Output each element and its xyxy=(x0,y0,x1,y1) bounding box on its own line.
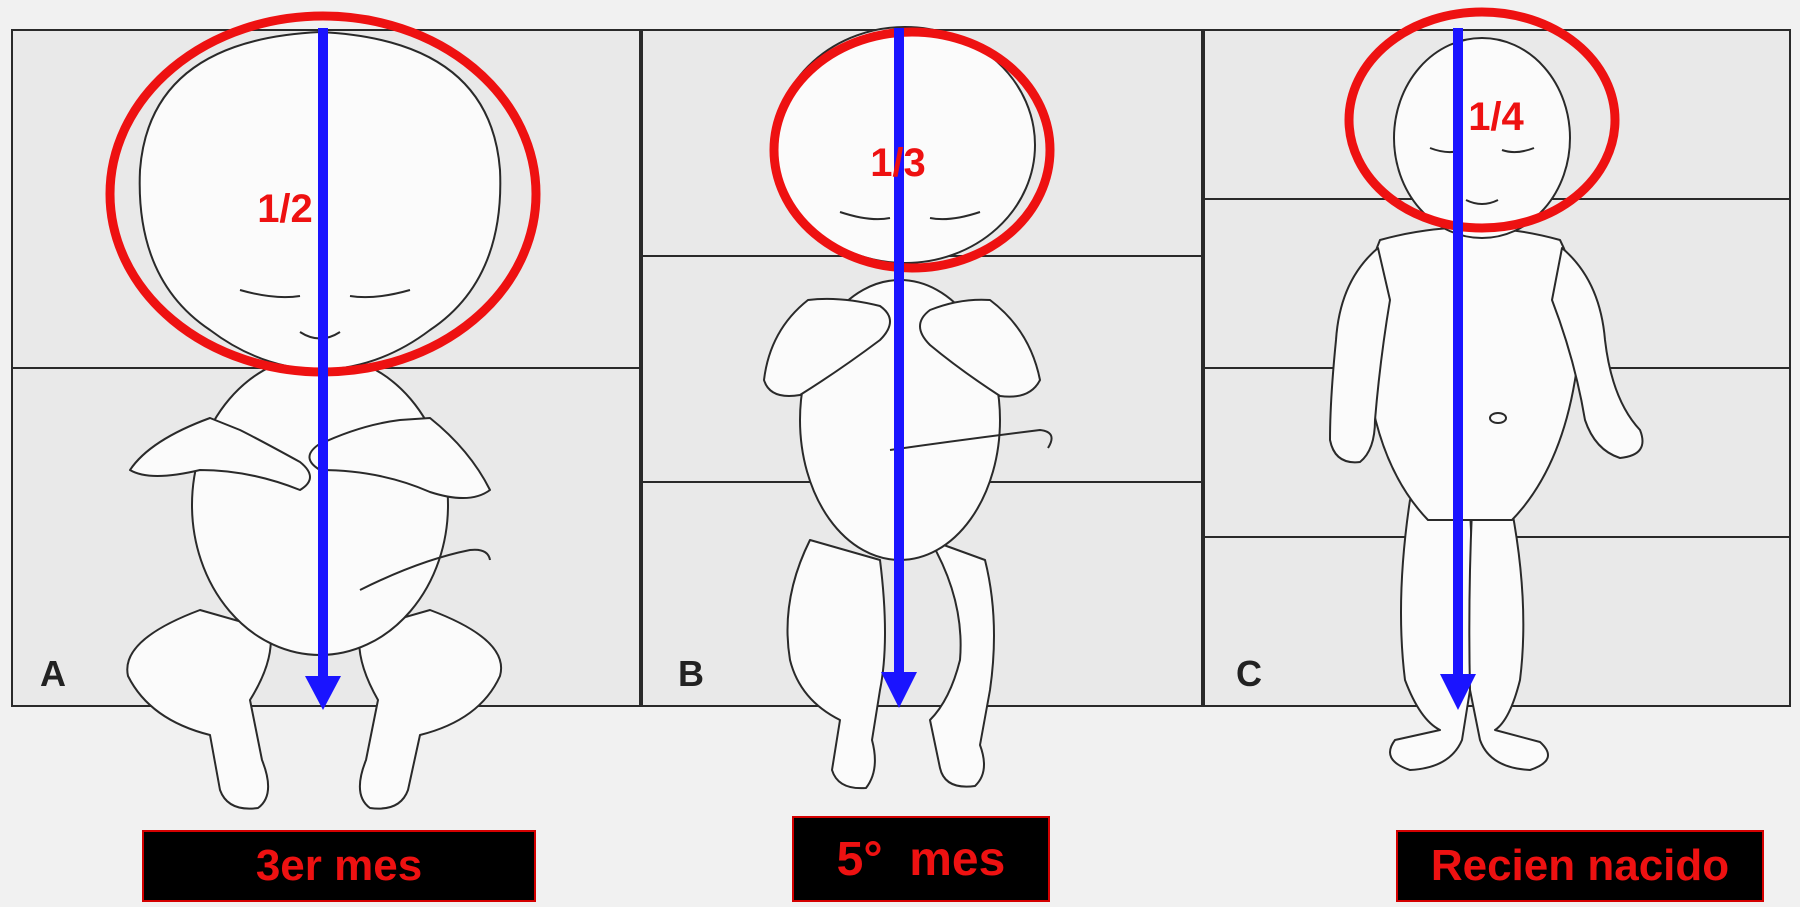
caption-b: 5° mes xyxy=(792,816,1050,902)
caption-a-text: 3er mes xyxy=(256,841,422,891)
panel-letter-b: B xyxy=(678,653,704,694)
caption-c-text: Recien nacido xyxy=(1431,841,1729,891)
caption-a: 3er mes xyxy=(142,830,536,902)
caption-b-text: 5° mes xyxy=(837,832,1006,887)
panel-letter-c: C xyxy=(1236,653,1262,694)
ratio-label-b: 1/3 xyxy=(870,141,926,185)
caption-c: Recien nacido xyxy=(1396,830,1764,902)
ratio-label-c: 1/4 xyxy=(1468,95,1524,139)
ratio-label-a: 1/2 xyxy=(257,187,313,231)
panel-letter-a: A xyxy=(40,653,66,694)
